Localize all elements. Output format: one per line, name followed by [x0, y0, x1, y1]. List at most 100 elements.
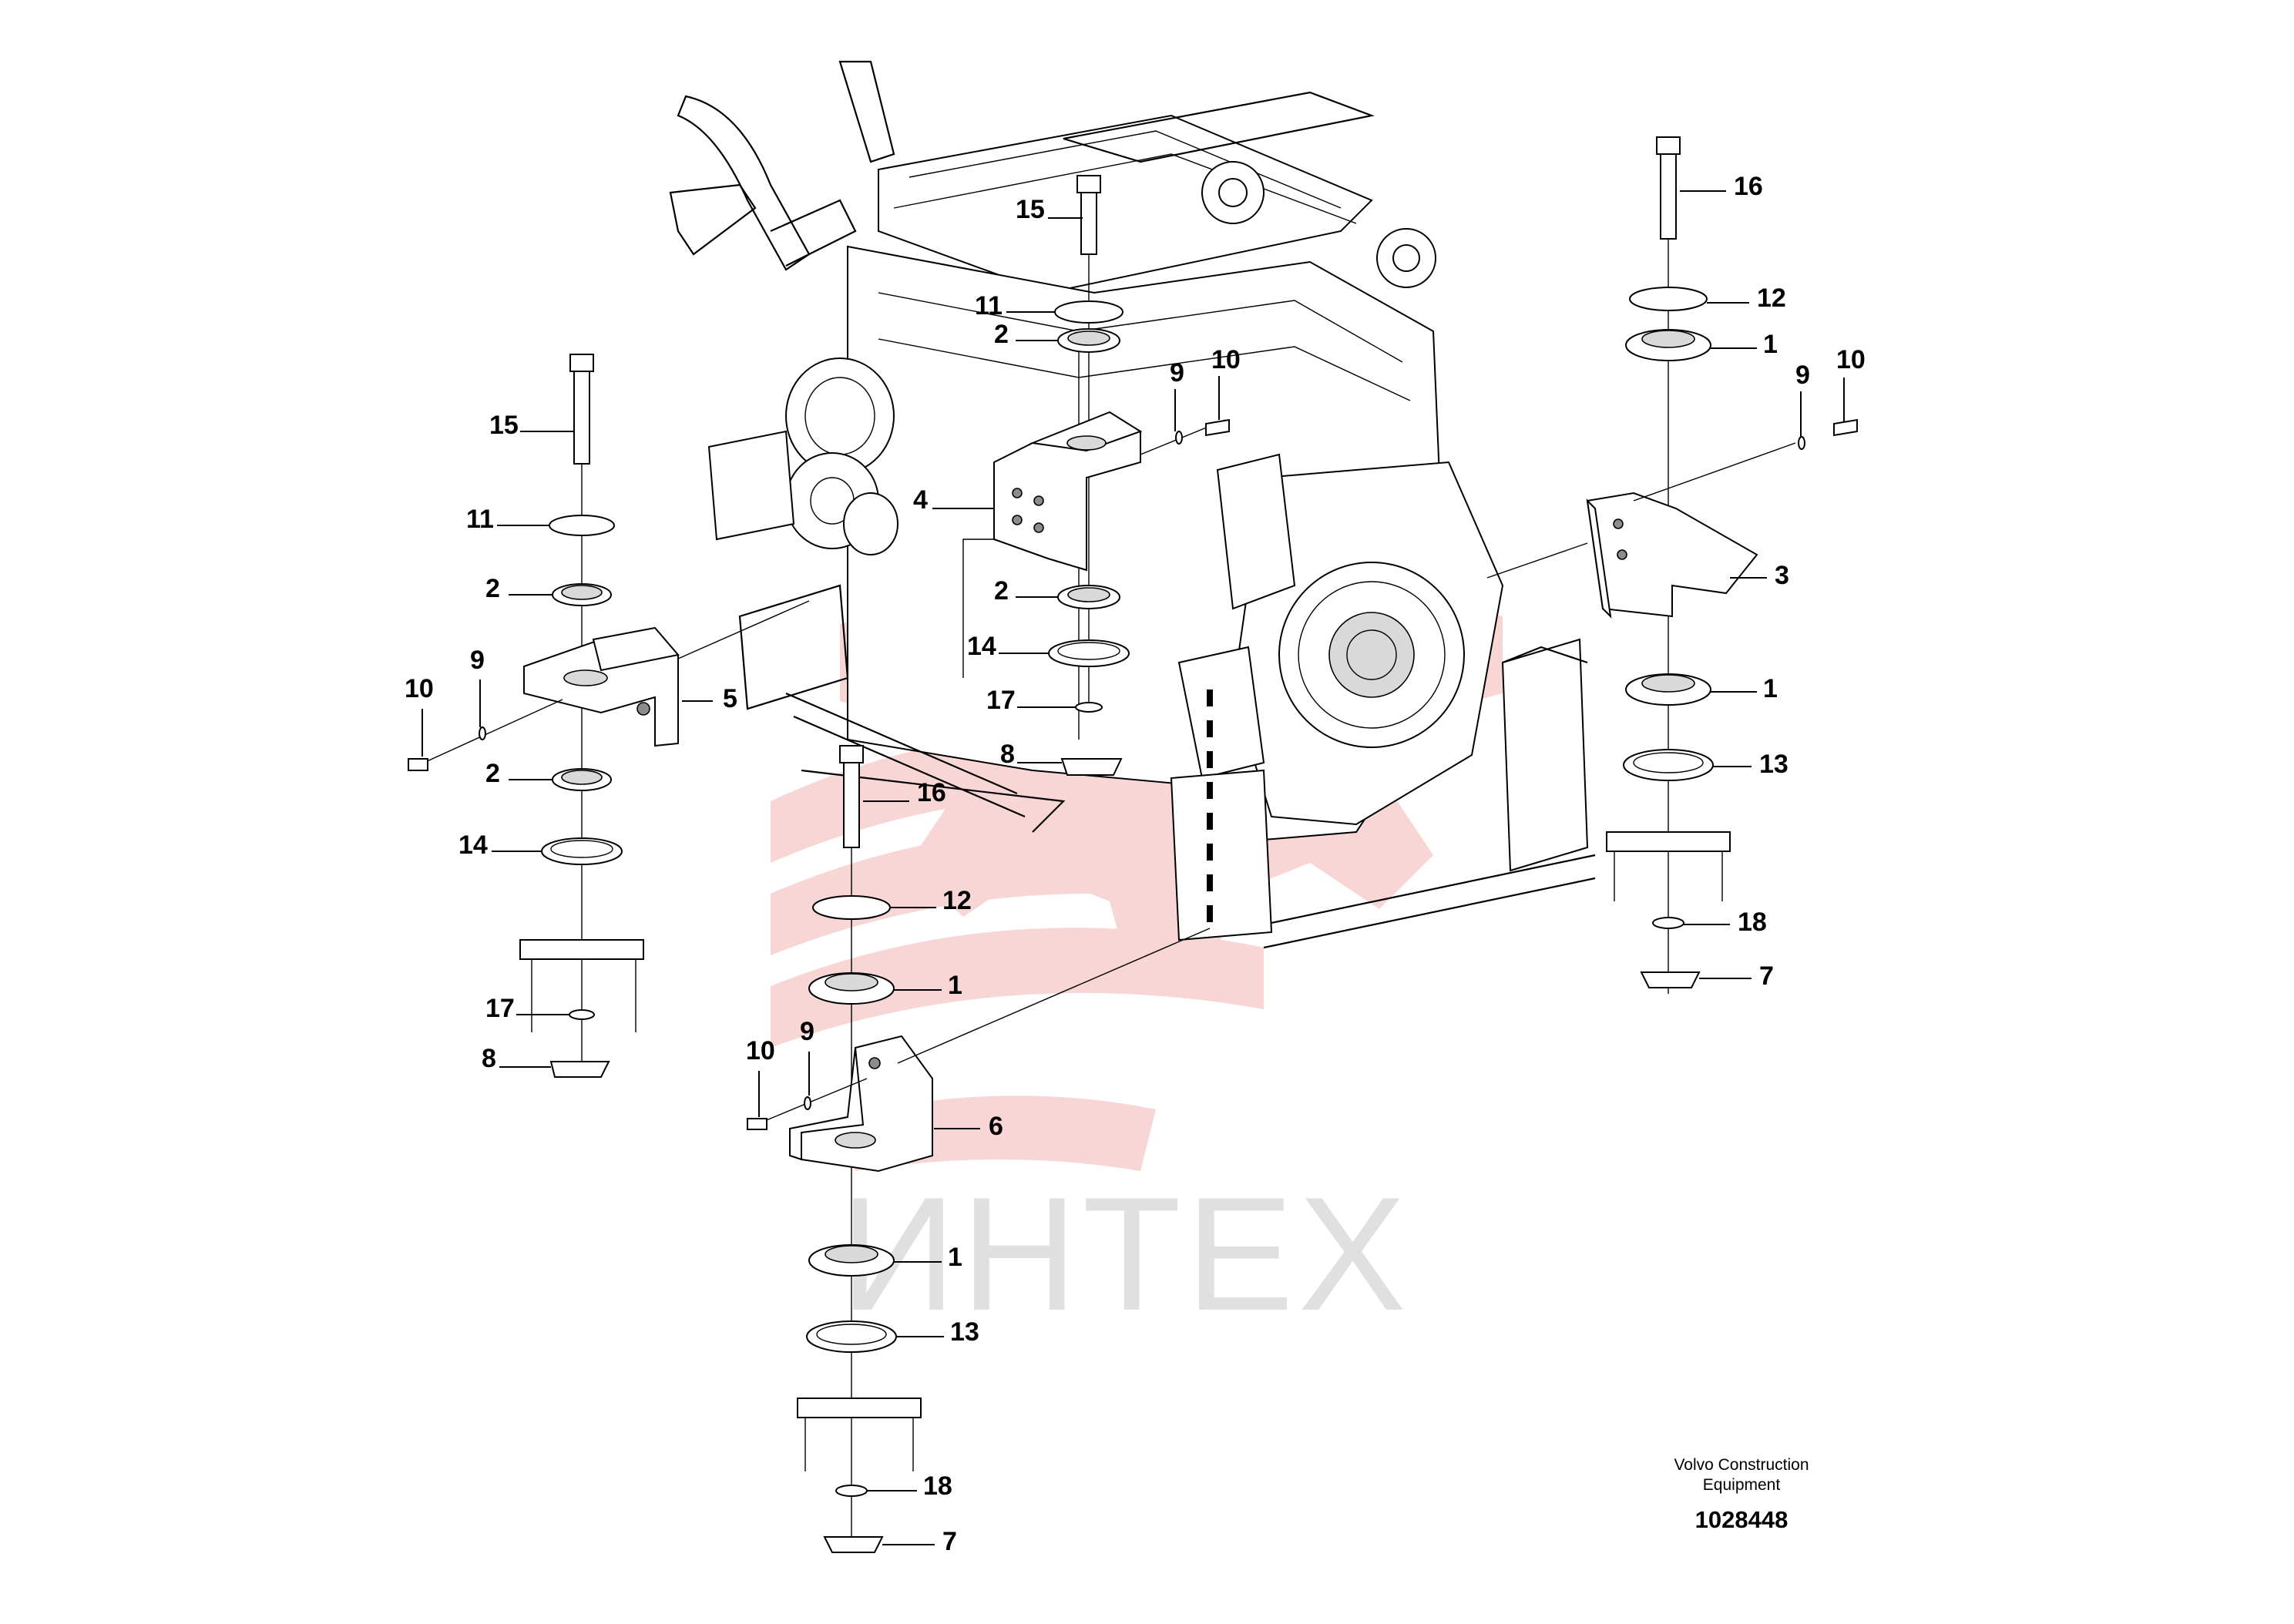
washer-17-center [1075, 702, 1103, 713]
part-number-label: 2 [994, 576, 1009, 606]
engine-block [669, 60, 1596, 949]
callout-c1b: 1 [894, 1243, 962, 1272]
nut-plate-7-center [823, 1536, 884, 1553]
callout-c2b: 2 [994, 576, 1058, 606]
part-number-label: 15 [1016, 195, 1045, 224]
washer-12-center [812, 895, 891, 920]
callout-c8b: 8 [482, 1044, 551, 1073]
washer-12-right [1629, 287, 1708, 311]
callout-c14b: 14 [458, 830, 542, 860]
part-number-label: 1 [1763, 674, 1778, 703]
callout-c7b: 7 [1699, 961, 1774, 991]
part-number-label: 1 [948, 971, 962, 1000]
bracket-4 [993, 411, 1143, 572]
part-number-label: 5 [723, 684, 737, 713]
part-number-label: 18 [923, 1471, 952, 1501]
right-mount-stack [1486, 136, 1858, 994]
washer-18-center [835, 1485, 868, 1497]
part-number-label: 1 [1763, 330, 1778, 359]
bolt-15-left [569, 354, 594, 465]
callout-c9c: 9 [800, 1017, 814, 1096]
part-number-label: 3 [1775, 561, 1789, 590]
washer-18-right [1652, 917, 1684, 929]
part-number-label: 9 [1795, 361, 1810, 390]
callout-c4: 4 [913, 485, 994, 515]
bolt-15-center [1076, 175, 1101, 255]
washer-9-right [1798, 436, 1805, 450]
part-number-label: 14 [967, 632, 996, 661]
callout-c9a: 9 [1170, 358, 1184, 431]
callout-c13b: 13 [1713, 750, 1789, 779]
spacer-14-left [541, 837, 623, 865]
callout-c17b: 17 [485, 994, 569, 1023]
bracket-6 [789, 1035, 933, 1173]
washer-9-left [479, 726, 486, 740]
bolt-10-center-lower [747, 1118, 767, 1130]
callout-c13a: 13 [896, 1317, 979, 1347]
part-number-label: 7 [1759, 961, 1774, 991]
part-number-label: 9 [470, 646, 485, 675]
callout-c3: 3 [1730, 561, 1789, 590]
left-mount-stack [408, 354, 810, 1078]
part-number-label: 16 [917, 778, 946, 807]
callout-c1d: 1 [1711, 674, 1778, 703]
part-number-label: 8 [1000, 740, 1015, 769]
part-number-label: 11 [975, 291, 1003, 320]
bolt-10-center [1205, 418, 1230, 437]
part-number-label: 6 [989, 1112, 1003, 1141]
callout-c11b: 11 [466, 505, 549, 534]
callout-c15a: 15 [1016, 195, 1083, 224]
washer-11-center [1054, 300, 1123, 324]
rubber-mount-1-lower-center [808, 1244, 895, 1277]
part-number-label: 10 [746, 1036, 775, 1065]
brand-line-1: Volvo Construction [1674, 1456, 1809, 1474]
part-number-label: 4 [913, 485, 928, 515]
callout-c9b: 9 [470, 646, 485, 727]
callout-c12b: 12 [1707, 284, 1786, 313]
bolt-10-left [408, 758, 428, 771]
part-number-label: 9 [800, 1017, 814, 1046]
washer-13-center [806, 1320, 897, 1353]
washer-9-center-lower [804, 1096, 811, 1110]
nut-plate-8-center [1060, 758, 1123, 776]
rubber-mount-2-upper-center [1057, 328, 1120, 353]
part-number-label: 16 [1734, 172, 1763, 201]
callout-c2c: 2 [485, 574, 553, 603]
bracket-5 [523, 626, 680, 747]
part-number-label: 17 [986, 686, 1016, 715]
callout-c8a: 8 [1000, 740, 1062, 769]
part-number-label: 14 [458, 830, 488, 860]
callout-c12a: 12 [890, 886, 972, 915]
callout-c18b: 18 [1684, 908, 1767, 937]
rubber-mount-1-upper-right [1625, 329, 1711, 361]
part-number-label: 9 [1170, 358, 1184, 388]
title-block: Volvo Construction Equipment 1028448 [1674, 1456, 1809, 1533]
part-number-label: 10 [405, 674, 434, 703]
callout-c5: 5 [682, 684, 737, 713]
part-number-label: 13 [1759, 750, 1789, 779]
bolt-16-right [1656, 136, 1681, 240]
part-number-label: 2 [485, 574, 500, 603]
callout-c2d: 2 [485, 759, 553, 788]
center-lower-mount-stack [747, 745, 1211, 1553]
spacer-14-center [1048, 639, 1130, 667]
washer-13-right [1623, 749, 1714, 781]
part-number-label: 18 [1738, 908, 1767, 937]
rubber-mount-1-lower-right [1625, 673, 1711, 706]
part-number-label: 2 [994, 320, 1009, 349]
part-number-label: 2 [485, 759, 500, 788]
part-number-label: 15 [489, 411, 519, 440]
part-number-label: 1 [948, 1243, 962, 1272]
callout-c15b: 15 [489, 411, 574, 440]
callout-c11a: 11 [975, 291, 1054, 320]
callout-c6: 6 [934, 1112, 1003, 1141]
rubber-mount-2-lower-center [1057, 585, 1120, 609]
bolt-10-right [1833, 418, 1858, 437]
callout-c10a: 10 [1211, 345, 1241, 420]
nut-plate-7-right [1640, 971, 1701, 988]
part-number-label: 10 [1836, 345, 1866, 374]
frame-pad-left [519, 939, 644, 1032]
